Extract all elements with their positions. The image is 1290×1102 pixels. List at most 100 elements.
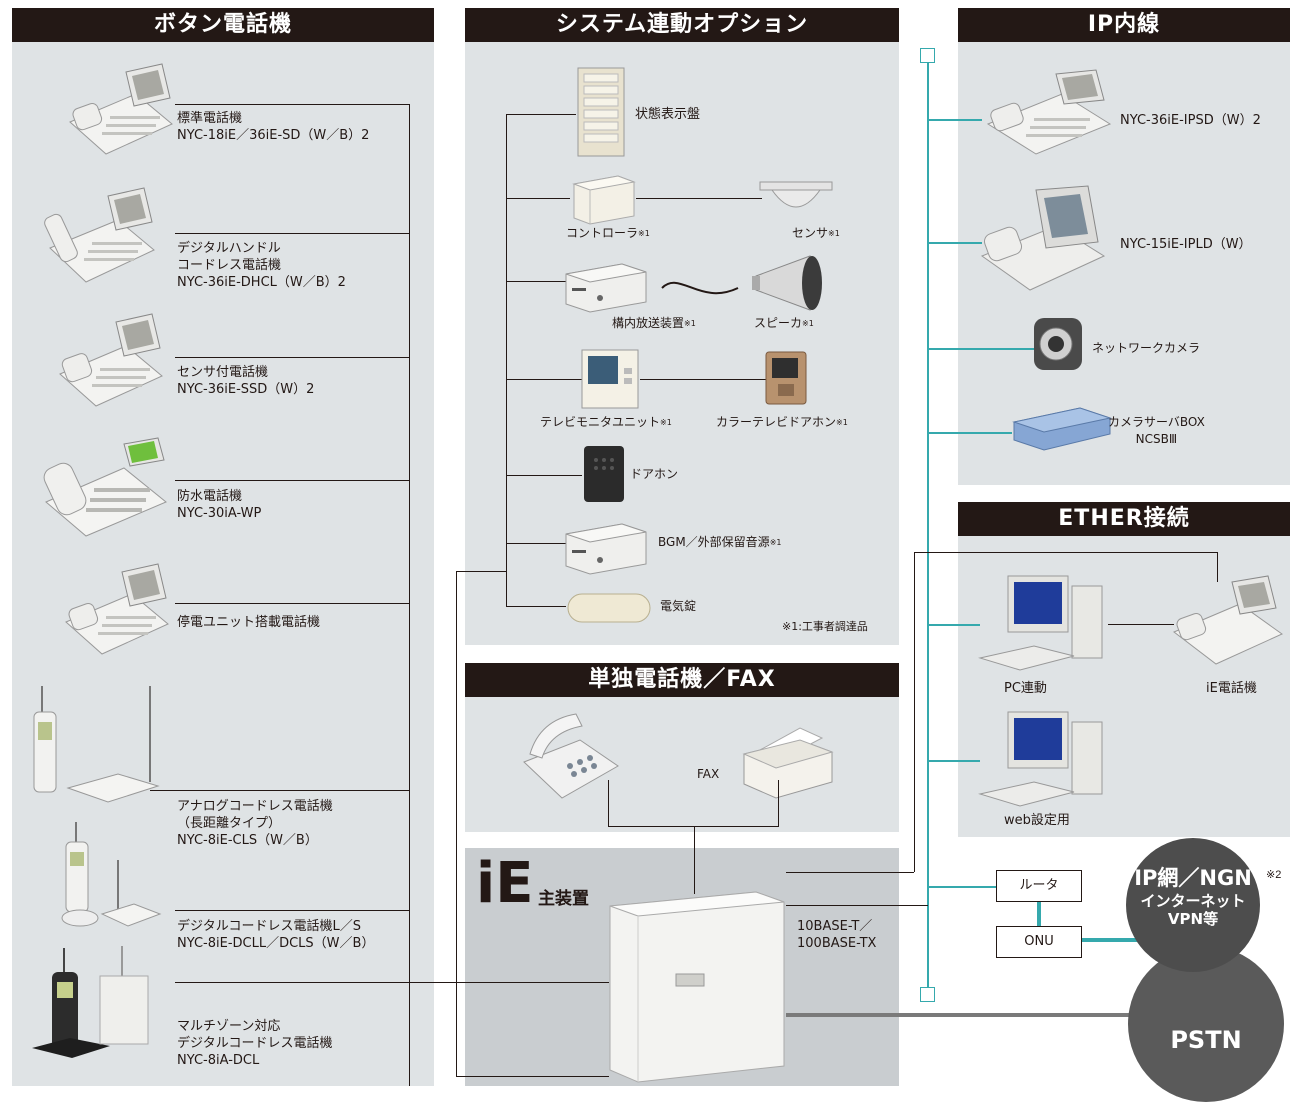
pc-icon bbox=[978, 575, 1103, 671]
button-phone-model: NYC-36iE-DHCL（W／B）2 bbox=[177, 275, 346, 290]
pstn-label: PSTN bbox=[1170, 1026, 1242, 1054]
fax-icon bbox=[742, 727, 834, 799]
web-config-label: web設定用 bbox=[1004, 813, 1070, 828]
waterproof-phone-icon bbox=[43, 437, 167, 537]
button-phone-model: NYC-8iE-CLS（W／B） bbox=[177, 833, 318, 848]
electric-lock-label: 電気錠 bbox=[660, 599, 697, 613]
ip-extension-header: IP内線 bbox=[958, 8, 1290, 42]
broadcast-label: 構内放送装置※1 bbox=[612, 315, 696, 332]
port-label: 10BASE-T／ 100BASE-TX bbox=[797, 918, 876, 952]
branch-line bbox=[506, 543, 566, 544]
doorphone-icon bbox=[584, 446, 624, 502]
system-options-panel bbox=[465, 42, 899, 645]
button-phone-name: アナログコードレス電話機 bbox=[177, 799, 333, 814]
ip-network-text: IP網／NGN bbox=[1134, 866, 1252, 890]
branch-line bbox=[636, 198, 762, 199]
color-doorphone-text: カラーテレビドアホン bbox=[716, 415, 837, 429]
button-phone-name: デジタルコードレス電話機L／S bbox=[177, 919, 361, 934]
button-phone-label: センサ付電話機 NYC-36iE-SSD（W）2 bbox=[177, 364, 314, 398]
power-failure-phone-icon bbox=[65, 563, 169, 655]
pc-to-phone-line bbox=[1108, 624, 1174, 625]
main-to-lan-line bbox=[786, 905, 928, 906]
lan-trunk-line bbox=[927, 60, 929, 1000]
camera-server-model: NCSBⅢ bbox=[1135, 432, 1178, 446]
system-to-main-line bbox=[456, 571, 506, 572]
system-bus-line bbox=[506, 114, 507, 606]
sensor-icon bbox=[759, 181, 833, 208]
branch-line bbox=[175, 910, 409, 911]
ip-network-cloud bbox=[1126, 838, 1260, 972]
broadcast-unit-icon bbox=[565, 263, 647, 313]
button-phone-label: アナログコードレス電話機 （長距離タイプ） NYC-8iE-CLS（W／B） bbox=[177, 798, 333, 849]
branch-line bbox=[175, 104, 409, 105]
ie-logo: iE bbox=[476, 851, 534, 916]
branch-line bbox=[506, 114, 576, 115]
ip-lcd-phone-icon bbox=[980, 185, 1106, 291]
speaker-label: スピーカ※1 bbox=[754, 315, 814, 332]
pstn-line bbox=[786, 1013, 1146, 1017]
button-phone-model: NYC-8iA-DCL bbox=[177, 1053, 260, 1068]
ip-phone-model: NYC-36iE-IPSD（W）2 bbox=[1120, 113, 1261, 128]
sensor-text: センサ bbox=[792, 226, 829, 240]
bgm-text: BGM／外部保留音源 bbox=[658, 535, 770, 549]
button-phone-name: コードレス電話機 bbox=[177, 258, 282, 273]
broadcast-text: 構内放送装置 bbox=[612, 316, 685, 330]
system-to-main-line bbox=[456, 571, 457, 1076]
camera-server-text: カメラサーバBOX bbox=[1108, 415, 1205, 429]
ip-network-sub: インターネット VPN等 bbox=[1126, 892, 1260, 928]
footnote-mark: ※1 bbox=[836, 418, 848, 427]
button-phone-name: 防水電話機 bbox=[177, 489, 243, 504]
lan-branch-line bbox=[928, 242, 982, 244]
ip-network-title: IP網／NGN bbox=[1126, 866, 1260, 890]
speaker-text: スピーカ bbox=[754, 316, 803, 330]
button-phones-to-main-line bbox=[409, 982, 609, 983]
camera-server-label: カメラサーバBOX NCSBⅢ bbox=[1108, 414, 1205, 448]
ether-link-line bbox=[786, 872, 914, 873]
branch-line bbox=[640, 379, 766, 380]
button-phone-name: （長距離タイプ） bbox=[177, 816, 282, 831]
ip-phone-model: NYC-15iE-IPLD（W） bbox=[1120, 237, 1252, 252]
sensor-label: センサ※1 bbox=[792, 225, 840, 242]
controller-text: コントローラ bbox=[566, 226, 639, 240]
cable-icon bbox=[661, 281, 739, 295]
port-text: 10BASE-T／ bbox=[797, 919, 873, 934]
button-phone-model: NYC-18iE／36iE-SD（W／B）2 bbox=[177, 128, 370, 143]
main-unit-icon bbox=[609, 891, 785, 1083]
controller-label: コントローラ※1 bbox=[566, 225, 650, 242]
router-box: ルータ bbox=[996, 870, 1082, 902]
lan-branch-line bbox=[928, 432, 1012, 434]
desk-phone-icon bbox=[69, 63, 173, 155]
status-panel-icon bbox=[577, 67, 625, 157]
single-phone-line bbox=[608, 780, 609, 826]
branch-line bbox=[175, 603, 409, 604]
onu-box: ONU bbox=[996, 926, 1082, 958]
onu-to-ip-network-link bbox=[1082, 938, 1144, 942]
button-phones-header: ボタン電話機 bbox=[12, 8, 434, 42]
port-text: 100BASE-TX bbox=[797, 936, 877, 951]
system-options-header: システム連動オプション bbox=[465, 8, 899, 42]
web-pc-icon bbox=[978, 711, 1103, 807]
ip-network-mark: ※2 bbox=[1266, 869, 1282, 881]
button-phone-name: センサ付電話機 bbox=[177, 365, 269, 380]
router-onu-link bbox=[1037, 902, 1041, 926]
ether-link-line bbox=[914, 552, 1218, 553]
branch-line bbox=[506, 281, 566, 282]
tv-monitor-text: テレビモニタユニット bbox=[540, 415, 661, 429]
branch-line bbox=[506, 198, 570, 199]
camera-server-box-icon bbox=[1012, 407, 1112, 451]
tv-monitor-label: テレビモニタユニット※1 bbox=[540, 414, 672, 431]
branch-line bbox=[506, 606, 566, 607]
branch-line bbox=[175, 480, 409, 481]
electric-lock-icon bbox=[567, 593, 651, 623]
button-phone-label: マルチゾーン対応 デジタルコードレス電話機 NYC-8iA-DCL bbox=[177, 1018, 332, 1069]
button-phone-label: 停電ユニット搭載電話機 bbox=[177, 614, 320, 631]
button-phone-name: デジタルコードレス電話機 bbox=[177, 1036, 333, 1051]
system-to-main-line bbox=[456, 1076, 609, 1077]
footnote-mark: ※1 bbox=[802, 319, 814, 328]
single-to-main-line bbox=[694, 826, 695, 894]
lan-terminator-top bbox=[920, 48, 935, 63]
button-phone-label: デジタルコードレス電話機L／S NYC-8iE-DCLL／DCLS（W／B） bbox=[177, 918, 374, 952]
lan-branch-line bbox=[928, 760, 980, 762]
lan-branch-line bbox=[928, 886, 996, 888]
ether-header: ETHER接続 bbox=[958, 502, 1290, 536]
